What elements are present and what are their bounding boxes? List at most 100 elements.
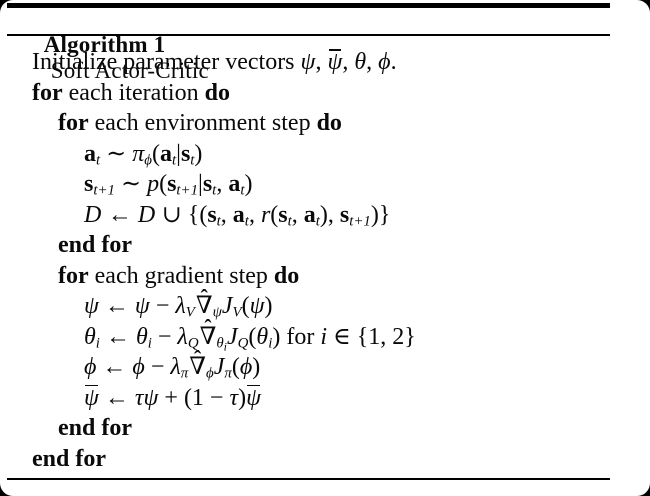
text-segment: (	[270, 201, 279, 228]
text-segment: ϕ	[84, 354, 97, 380]
text-segment: )	[194, 140, 203, 167]
algorithm-label: Algorithm 1	[43, 32, 166, 57]
algorithm-title: Algorithm 1 Soft Actor-Critic	[8, 6, 209, 110]
hat-accent: ˆ	[204, 315, 212, 340]
hat-accent: ˆ	[194, 345, 202, 370]
text-segment: ψ	[246, 384, 261, 411]
text-segment: each environment step	[88, 110, 317, 136]
text-segment: i	[147, 334, 152, 351]
algorithm-line: D ← D ∪ {(st, at, r(st, at), st+1)}	[0, 200, 650, 231]
text-segment: end for	[32, 445, 106, 472]
text-segment: t	[244, 212, 249, 229]
text-segment: a	[232, 201, 245, 228]
text-segment: each gradient step	[88, 262, 274, 289]
text-segment: ∪ {(	[155, 201, 208, 228]
text-segment: ,	[315, 49, 328, 75]
text-segment: J	[221, 293, 233, 319]
text-segment: ψ	[327, 49, 343, 75]
text-segment: ←	[96, 354, 133, 380]
text-segment: (	[231, 354, 240, 380]
text-segment: ,	[220, 201, 233, 228]
text-segment: ),	[319, 201, 340, 228]
text-segment: θ	[354, 49, 367, 75]
text-segment: −	[151, 323, 178, 350]
text-segment: ←	[101, 201, 138, 228]
algorithm-line: Initialize parameter vectors ψ, ψ, θ, ϕ.	[0, 47, 650, 78]
text-segment: )	[264, 293, 273, 319]
text-segment: t+1	[93, 182, 115, 199]
text-segment: t	[212, 182, 217, 199]
algorithm-line: for each iteration do	[0, 78, 650, 109]
text-segment: ψ	[134, 293, 150, 319]
text-segment: π	[180, 365, 189, 382]
text-segment: )	[238, 384, 247, 411]
text-segment: p	[147, 171, 160, 197]
text-segment: i	[95, 334, 100, 351]
text-segment: s	[180, 140, 191, 167]
text-segment: |	[198, 171, 203, 197]
text-segment: t	[96, 151, 101, 168]
text-segment: ←	[98, 384, 135, 411]
nabla-hat-symbol: ∇ˆ	[189, 345, 207, 380]
text-segment: ←	[99, 323, 136, 350]
algorithm-body: Initialize parameter vectors ψ, ψ, θ, ϕ.…	[0, 47, 650, 474]
text-segment: ,	[216, 171, 229, 197]
hat-accent: ˆ	[200, 284, 208, 309]
text-segment: λ	[177, 323, 188, 350]
text-segment: ψ	[249, 293, 265, 319]
nabla-hat-symbol: ∇ˆ	[195, 284, 213, 319]
algorithm-line: at ∼ πϕ(at|st)	[0, 139, 650, 170]
text-segment: −	[149, 293, 176, 319]
text-segment: V	[185, 304, 195, 321]
top-rule	[7, 3, 610, 8]
text-segment: a	[303, 201, 316, 228]
bottom-rule	[7, 478, 610, 480]
text-segment: |	[176, 140, 181, 167]
text-segment: t	[216, 212, 221, 229]
text-segment: do	[316, 110, 342, 136]
text-segment: ϕ	[206, 365, 214, 382]
text-segment: + (1 −	[158, 384, 230, 411]
text-segment: end for	[58, 415, 132, 441]
text-segment: ψ	[300, 49, 316, 75]
text-segment: V	[232, 304, 242, 321]
text-segment: end for	[58, 232, 132, 258]
text-segment: )}	[370, 201, 391, 228]
text-segment: τ	[134, 384, 144, 411]
text-segment: )	[244, 171, 253, 197]
text-segment: s	[278, 201, 288, 228]
algorithm-name: Soft Actor-Critic	[50, 58, 209, 83]
text-segment: for	[58, 110, 89, 136]
algorithm-line: ψ ← τψ + (1 − τ)ψ	[0, 383, 650, 414]
text-segment: i	[320, 323, 327, 350]
text-segment: t	[190, 151, 195, 168]
text-segment: s	[207, 201, 217, 228]
text-segment: Q	[187, 334, 199, 351]
text-segment: (	[151, 140, 160, 167]
text-segment: .	[390, 49, 397, 75]
text-segment: t	[171, 151, 177, 168]
text-segment: t	[240, 182, 245, 199]
text-segment: θ	[135, 323, 148, 350]
text-segment: s	[202, 171, 213, 197]
nabla-hat-symbol: ∇ˆ	[199, 315, 217, 350]
text-segment: (	[159, 171, 168, 197]
text-segment: λ	[175, 293, 186, 319]
text-segment: do	[204, 79, 230, 106]
text-segment: (	[241, 293, 250, 319]
text-segment: θ	[256, 323, 269, 350]
algorithm-line: end for	[0, 444, 650, 475]
text-segment: ∼	[114, 171, 148, 197]
title-rule	[7, 34, 610, 36]
text-segment: ) for	[272, 323, 321, 350]
text-segment: each iteration	[62, 79, 205, 106]
text-segment: i	[268, 334, 273, 351]
text-segment: π	[224, 365, 232, 382]
text-segment: ,	[342, 49, 355, 75]
text-segment: ϕ	[378, 49, 391, 75]
